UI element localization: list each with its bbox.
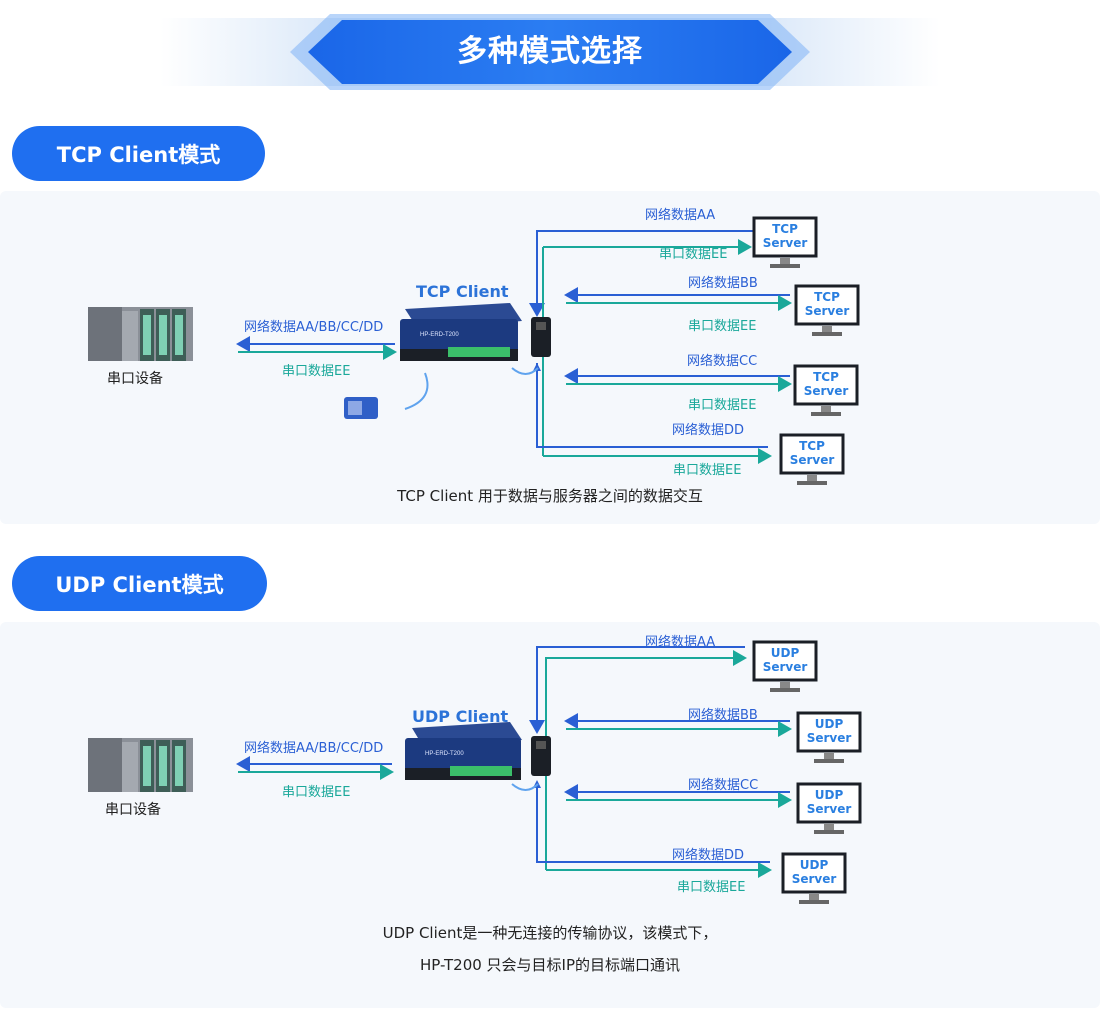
monitor-icon: [793, 364, 859, 416]
serial-device-icon: [88, 307, 193, 361]
server-line2: Server: [789, 453, 835, 467]
monitor-icon: [781, 852, 847, 904]
svg-text:HP-ERD-T200: HP-ERD-T200: [420, 332, 459, 338]
monitor-icon: [779, 433, 845, 485]
serial-device-label-tcp: 串口设备: [107, 371, 163, 387]
server-monitor-bb: TCP Server: [794, 284, 860, 342]
udp-serial-label-dd: 串口数据EE: [677, 880, 746, 895]
serial-server-device: HP-ERD-T200: [405, 722, 522, 780]
server-line1: UDP: [814, 788, 844, 802]
serial-label-cc: 串口数据EE: [688, 398, 757, 413]
server-monitor-aa: TCP Server: [752, 216, 818, 274]
left-serial-label-tcp: 串口数据EE: [282, 364, 351, 379]
left-net-label-tcp: 网络数据AA/BB/CC/DD: [244, 320, 384, 335]
caption-udp-line1: UDP Client是一种无连接的传输协议，该模式下，: [382, 924, 718, 942]
serial-label-aa: 串口数据EE: [659, 247, 728, 262]
section-pill-udp: UDP Client模式: [12, 556, 267, 611]
network-plug-icon: [511, 736, 551, 791]
monitor-icon: [794, 284, 860, 336]
network-plug-icon: [511, 317, 551, 375]
server-line2: Server: [803, 384, 849, 398]
left-serial-label-udp: 串口数据EE: [282, 785, 351, 800]
udp-server-monitor-bb: UDP Server: [796, 711, 862, 769]
serial-label-bb: 串口数据EE: [688, 319, 757, 334]
udp-net-label-bb: 网络数据BB: [688, 708, 758, 723]
server-line2: Server: [762, 236, 808, 250]
server-line1: UDP: [770, 646, 800, 660]
page-title: 多种模式选择: [457, 34, 643, 69]
server-line1: TCP: [799, 439, 825, 453]
udp-net-label-cc: 网络数据CC: [688, 778, 759, 793]
serial-device-icon: [88, 738, 193, 792]
device-title-tcp: TCP Client: [416, 282, 509, 301]
left-net-label-udp: 网络数据AA/BB/CC/DD: [244, 741, 384, 756]
udp-diagram-svg: HP-ERD-T200: [88, 646, 792, 878]
monitor-icon: [752, 640, 818, 692]
udp-server-monitor-dd: UDP Server: [781, 852, 847, 910]
serial-label-dd: 串口数据EE: [673, 463, 742, 478]
db9-connector-icon: [344, 372, 429, 419]
tcp-diagram-svg: HP-ERD-T200: [88, 230, 792, 464]
net-label-dd: 网络数据DD: [672, 423, 745, 438]
server-line1: UDP: [799, 858, 829, 872]
udp-net-label-dd: 网络数据DD: [672, 848, 745, 863]
server-line1: TCP: [772, 222, 798, 236]
net-trunk: [529, 230, 768, 317]
server-line1: UDP: [814, 717, 844, 731]
monitor-icon: [796, 782, 862, 834]
section-pill-tcp: TCP Client模式: [12, 126, 265, 181]
caption-udp-line2: HP-T200 只会与目标IP的目标端口通讯: [419, 956, 681, 974]
server-line2: Server: [806, 802, 852, 816]
udp-server-monitor-cc: UDP Server: [796, 782, 862, 840]
monitor-icon: [752, 216, 818, 268]
net-label-cc: 网络数据CC: [687, 354, 758, 369]
server-monitor-cc: TCP Server: [793, 364, 859, 422]
server-line2: Server: [791, 872, 837, 886]
net-label-aa: 网络数据AA: [645, 208, 716, 223]
device-title-udp: UDP Client: [412, 707, 509, 726]
server-line1: TCP: [813, 370, 839, 384]
server-line1: TCP: [814, 290, 840, 304]
svg-text:HP-ERD-T200: HP-ERD-T200: [425, 751, 464, 757]
caption-tcp: TCP Client 用于数据与服务器之间的数据交互: [397, 487, 703, 505]
server-line2: Server: [762, 660, 808, 674]
panel-udp: [0, 622, 1100, 1008]
serial-device-label-udp: 串口设备: [105, 802, 161, 818]
udp-server-monitor-aa: UDP Server: [752, 640, 818, 698]
net-label-bb: 网络数据BB: [688, 276, 758, 291]
server-line2: Server: [804, 304, 850, 318]
banner-shape: [290, 14, 810, 90]
serial-server-device: HP-ERD-T200: [400, 303, 522, 361]
server-line2: Server: [806, 731, 852, 745]
monitor-icon: [796, 711, 862, 763]
server-monitor-dd: TCP Server: [779, 433, 845, 491]
udp-net-label-aa: 网络数据AA: [645, 635, 716, 650]
